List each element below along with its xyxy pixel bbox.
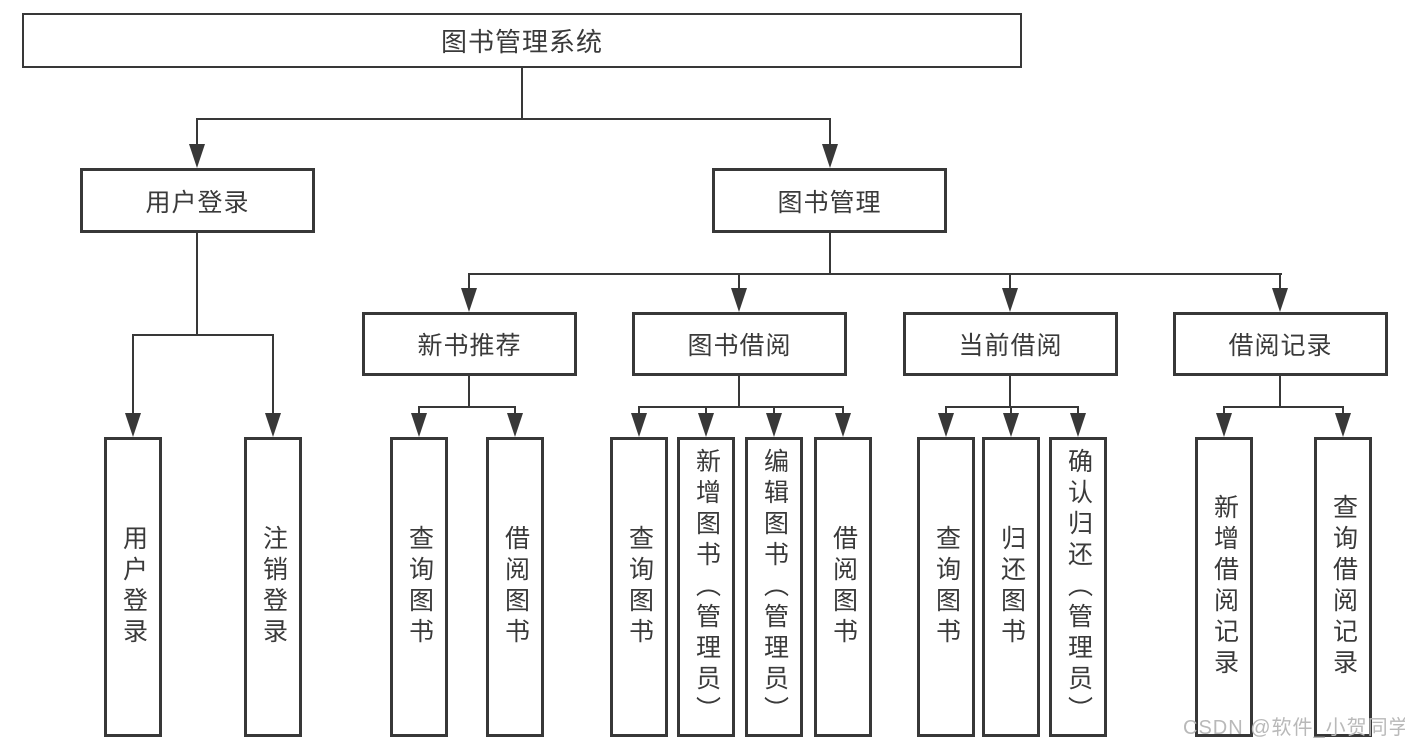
connector-line xyxy=(1279,376,1281,408)
connector-line xyxy=(945,406,1079,408)
connector-line xyxy=(514,406,516,416)
connector-line xyxy=(738,273,740,291)
leaf-query-borrow-record: 查询借阅记录 xyxy=(1314,437,1372,737)
leaf-confirm-return-admin: 确认归还（管理员） xyxy=(1049,437,1107,737)
connector-line xyxy=(132,334,274,336)
arrow-down-icon xyxy=(698,413,714,437)
leaf-label: 新增图书（管理员） xyxy=(692,447,721,727)
leaf-borrow-books-2: 借阅图书 xyxy=(814,437,872,737)
connector-line xyxy=(468,273,470,291)
leaf-label: 归还图书 xyxy=(997,525,1026,649)
leaf-borrow-books-1: 借阅图书 xyxy=(486,437,544,737)
connector-line xyxy=(196,118,831,120)
arrow-down-icon xyxy=(835,413,851,437)
node-label: 用户登录 xyxy=(145,188,250,217)
node-label: 图书管理 xyxy=(777,188,882,217)
connector-line xyxy=(829,233,831,275)
connector-line xyxy=(418,406,420,416)
connector-line xyxy=(829,118,831,148)
arrow-down-icon xyxy=(731,288,747,312)
leaf-return-books: 归还图书 xyxy=(982,437,1040,737)
connector-line xyxy=(1009,376,1011,408)
connector-line xyxy=(1342,406,1344,416)
leaf-label: 新增借阅记录 xyxy=(1210,494,1239,680)
leaf-query-books-1: 查询图书 xyxy=(390,437,448,737)
node-current-borrow: 当前借阅 xyxy=(903,312,1118,376)
arrow-down-icon xyxy=(1216,413,1232,437)
arrow-down-icon xyxy=(125,413,141,437)
node-book-borrow: 图书借阅 xyxy=(632,312,847,376)
leaf-label: 用户登录 xyxy=(119,525,148,649)
leaf-label: 编辑图书（管理员） xyxy=(760,447,789,727)
arrow-down-icon xyxy=(766,413,782,437)
node-label: 图书借阅 xyxy=(687,332,792,360)
leaf-label: 借阅图书 xyxy=(829,525,858,649)
connector-line xyxy=(196,118,198,148)
leaf-label: 注销登录 xyxy=(259,525,288,649)
connector-line xyxy=(842,406,844,416)
connector-line xyxy=(418,406,516,408)
connector-line xyxy=(738,376,740,408)
node-label: 新书推荐 xyxy=(417,332,522,360)
leaf-label: 确认归还（管理员） xyxy=(1064,447,1093,727)
arrow-down-icon xyxy=(822,144,838,168)
leaf-query-books-3: 查询图书 xyxy=(917,437,975,737)
leaf-logout: 注销登录 xyxy=(244,437,302,737)
arrow-down-icon xyxy=(411,413,427,437)
arrow-down-icon xyxy=(461,288,477,312)
node-user-login-branch: 用户登录 xyxy=(80,168,315,233)
csdn-watermark: CSDN @软件_小贺同学 xyxy=(1183,717,1405,739)
connector-line xyxy=(1223,406,1344,408)
arrow-down-icon xyxy=(631,413,647,437)
connector-line xyxy=(1009,273,1011,291)
node-root-library-system: 图书管理系统 xyxy=(22,13,1022,68)
connector-line xyxy=(1279,273,1281,291)
arrow-down-icon xyxy=(189,144,205,168)
connector-line xyxy=(1223,406,1225,416)
leaf-label: 查询图书 xyxy=(625,525,654,649)
arrow-down-icon xyxy=(938,413,954,437)
leaf-query-books-2: 查询图书 xyxy=(610,437,668,737)
leaf-label: 查询图书 xyxy=(405,525,434,649)
connector-line xyxy=(468,273,1282,275)
node-book-management-branch: 图书管理 xyxy=(712,168,947,233)
leaf-add-books-admin: 新增图书（管理员） xyxy=(677,437,735,737)
arrow-down-icon xyxy=(507,413,523,437)
connector-line xyxy=(468,376,470,408)
leaf-label: 查询借阅记录 xyxy=(1329,494,1358,680)
arrow-down-icon xyxy=(1070,413,1086,437)
connector-line xyxy=(705,406,707,416)
leaf-add-borrow-record: 新增借阅记录 xyxy=(1195,437,1253,737)
connector-line xyxy=(638,406,844,408)
arrow-down-icon xyxy=(1335,413,1351,437)
leaf-label: 借阅图书 xyxy=(501,525,530,649)
leaf-edit-books-admin: 编辑图书（管理员） xyxy=(745,437,803,737)
connector-line xyxy=(1077,406,1079,416)
arrow-down-icon xyxy=(1002,288,1018,312)
connector-line xyxy=(272,334,274,416)
leaf-user-login: 用户登录 xyxy=(104,437,162,737)
connector-line xyxy=(521,67,523,118)
leaf-label: 查询图书 xyxy=(932,525,961,649)
node-borrow-records: 借阅记录 xyxy=(1173,312,1388,376)
connector-line xyxy=(773,406,775,416)
connector-line xyxy=(638,406,640,416)
node-new-book-recommend: 新书推荐 xyxy=(362,312,577,376)
arrow-down-icon xyxy=(1003,413,1019,437)
connector-line xyxy=(132,334,134,416)
node-label: 图书管理系统 xyxy=(440,27,603,57)
connector-line xyxy=(945,406,947,416)
connector-line xyxy=(196,233,198,336)
arrow-down-icon xyxy=(1272,288,1288,312)
connector-line xyxy=(1010,406,1012,416)
node-label: 当前借阅 xyxy=(958,332,1063,360)
node-label: 借阅记录 xyxy=(1228,332,1333,360)
arrow-down-icon xyxy=(265,413,281,437)
